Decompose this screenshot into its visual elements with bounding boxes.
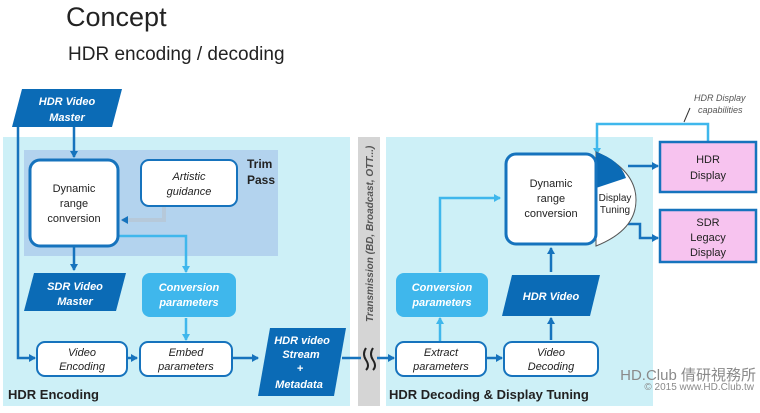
transmission-bar (358, 137, 380, 406)
artistic-line1: Artistic (172, 171, 207, 183)
display-tuning-accent (596, 152, 626, 188)
dynamic-range-conversion-box (28, 158, 120, 248)
stream-line4: Metadata (275, 379, 323, 391)
conv-params2-line2: parameters (411, 297, 471, 309)
display-tuning-line1: Display (599, 193, 632, 204)
transmission-break-icon (363, 347, 376, 371)
drc1-line3: conversion (47, 213, 100, 225)
trim-pass-label-line1: Trim (247, 157, 272, 171)
watermark-line2: © 2015 www.HD.Club.tw (644, 382, 754, 393)
sdr-display-line2: Legacy (690, 232, 726, 244)
transmission-label: Transmission (BD, Broadcast, OTT...) (365, 145, 376, 322)
arrow-to-sdr-display (628, 222, 659, 242)
conversion-parameters-2-box (396, 273, 488, 317)
stream-line1: HDR video (274, 335, 330, 347)
hdr-video-label: HDR Video (523, 291, 580, 303)
decoding-panel-label: HDR Decoding & Display Tuning (389, 387, 589, 402)
video-enc-line1: Video (68, 347, 96, 359)
arrow-master-to-encoding (16, 126, 36, 362)
encoding-panel-label: HDR Encoding (8, 387, 99, 402)
arrow-drc-to-conversion (118, 234, 190, 273)
stream-line2: Stream (282, 349, 320, 361)
conv-params-line1: Conversion (159, 282, 220, 294)
drc1-line1: Dynamic (53, 183, 96, 195)
conversion-parameters-box (142, 273, 236, 317)
capabilities-line1: HDR Display (694, 93, 746, 103)
conv-params2-line1: Conversion (412, 282, 473, 294)
video-decoding-box (503, 341, 599, 377)
sdr-display-line1: SDR (696, 217, 719, 229)
artistic-guidance-box (140, 159, 238, 207)
embed-line2: parameters (157, 361, 214, 373)
hdr-video-master-box (12, 89, 122, 127)
capabilities-line2: capabilities (698, 105, 743, 115)
slide-title: Concept (66, 2, 167, 32)
extract-line2: parameters (412, 361, 469, 373)
drc2-line3: conversion (524, 208, 577, 220)
trim-pass-label-line2: Pass (247, 173, 275, 187)
drc1-line2: range (60, 198, 88, 210)
extract-parameters-box (395, 341, 487, 377)
slide-subtitle: HDR encoding / decoding (68, 44, 285, 65)
display-tuning-line2: Tuning (600, 205, 630, 216)
stream-line3: + (297, 363, 304, 375)
hdr-display-line2: Display (690, 170, 727, 182)
capabilities-pointer (683, 107, 691, 123)
sdr-legacy-display-box (658, 208, 758, 264)
watermark-line1: HD.Club 倩研視務所 (620, 367, 756, 384)
video-encoding-box (36, 341, 128, 377)
hdr-display-box (658, 140, 758, 194)
artistic-guidance-arrow (121, 206, 166, 224)
hdr-display-line1: HDR (696, 154, 720, 166)
video-dec-line1: Video (537, 347, 565, 359)
extract-line1: Extract (424, 347, 459, 359)
sdr-video-master-box (24, 273, 126, 311)
hdr-master-line1: HDR Video (39, 96, 96, 108)
drc2-line1: Dynamic (530, 178, 573, 190)
dynamic-range-conversion-2-box (504, 152, 598, 246)
arrow-capabilities-feedback (593, 122, 710, 155)
conv-params-line2: parameters (158, 297, 218, 309)
sdr-master-line2: Master (57, 296, 93, 308)
embed-line1: Embed (169, 347, 205, 359)
video-enc-line2: Encoding (59, 361, 106, 373)
drc2-line2: range (537, 193, 565, 205)
video-dec-line2: Decoding (528, 361, 575, 373)
sdr-master-line1: SDR Video (47, 281, 103, 293)
hdr-video-box (502, 275, 600, 316)
embed-parameters-box (139, 341, 233, 377)
artistic-line2: guidance (167, 186, 212, 198)
sdr-display-line3: Display (690, 247, 727, 259)
arrow-conv2-to-drc2 (438, 194, 501, 272)
hdr-master-line2: Master (49, 112, 85, 124)
hdr-stream-metadata-box (258, 328, 346, 396)
